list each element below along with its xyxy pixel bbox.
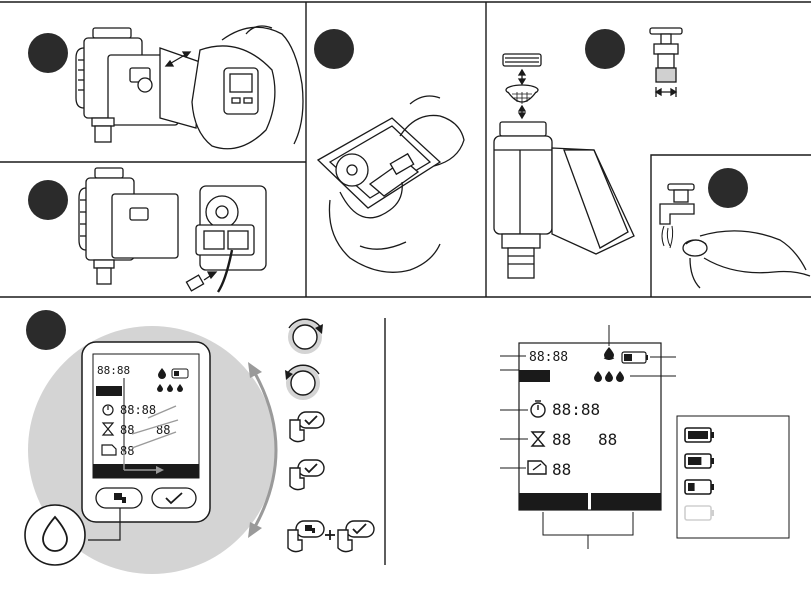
lcd-frame	[519, 343, 661, 510]
drop-bubble	[25, 505, 85, 565]
battery-tip	[711, 484, 714, 490]
check-press-icon	[290, 412, 324, 442]
step-badge-6	[26, 310, 66, 350]
panel-2-module-inserted	[79, 168, 266, 292]
step-badge-3	[314, 29, 354, 69]
battery-tip	[711, 510, 714, 516]
battery-fill	[688, 431, 708, 439]
lcd-clock-text: 88:88	[529, 350, 568, 365]
panel-4-filter-assembly	[494, 28, 682, 278]
check-button[interactable]	[152, 488, 196, 508]
lcd-schematic: 88:88 88:88 88 88 88	[519, 343, 661, 510]
drop-triplet	[594, 371, 624, 382]
battery-tip	[711, 458, 714, 464]
lcd-black-bar	[519, 370, 550, 382]
mini-duration-a: 88	[120, 423, 134, 437]
battery-icon	[685, 506, 711, 520]
mini-black-bar	[96, 386, 122, 396]
lcd-bottom-bar-left	[519, 493, 588, 510]
step-badge-1	[28, 33, 68, 73]
battery-level-4	[685, 506, 714, 520]
lcd-bottom-bar-right	[591, 493, 661, 510]
lcd-duration-a: 88	[552, 430, 571, 449]
panel-1-controller-open	[76, 26, 303, 149]
lcd-duration-b: 88	[598, 430, 617, 449]
battery-icon	[622, 352, 648, 363]
battery-fill	[688, 483, 695, 491]
step-badge-5	[708, 168, 748, 208]
battery-fill	[688, 457, 701, 465]
battery-level-3	[685, 480, 714, 494]
battery-legend	[677, 416, 789, 538]
check-press-icon	[338, 521, 374, 552]
battery-level-1	[685, 428, 714, 442]
mini-bottom-bar	[93, 464, 199, 478]
step-badge-2	[28, 180, 68, 220]
rotate-clockwise-icon	[288, 319, 323, 354]
tap-press-icon	[288, 521, 324, 552]
mini-frequency: 88	[120, 444, 134, 458]
rotate-counterclockwise-icon	[285, 365, 320, 400]
step-badge-4	[585, 29, 625, 69]
lcd-frequency: 88	[552, 460, 571, 479]
control-legend	[285, 319, 374, 551]
check-press-icon	[290, 460, 324, 490]
battery-tip	[711, 432, 714, 438]
plus-icon	[325, 530, 335, 540]
panel-3-inserting-module	[318, 96, 464, 272]
mini-timer-text: 88:88	[120, 403, 156, 417]
lcd-timer-text: 88:88	[552, 400, 600, 419]
panel-6-controller-display: 88:88 88:88 88 88 88	[25, 326, 276, 574]
mini-clock-text: 88:88	[97, 364, 130, 377]
battery-level-2	[685, 454, 714, 468]
